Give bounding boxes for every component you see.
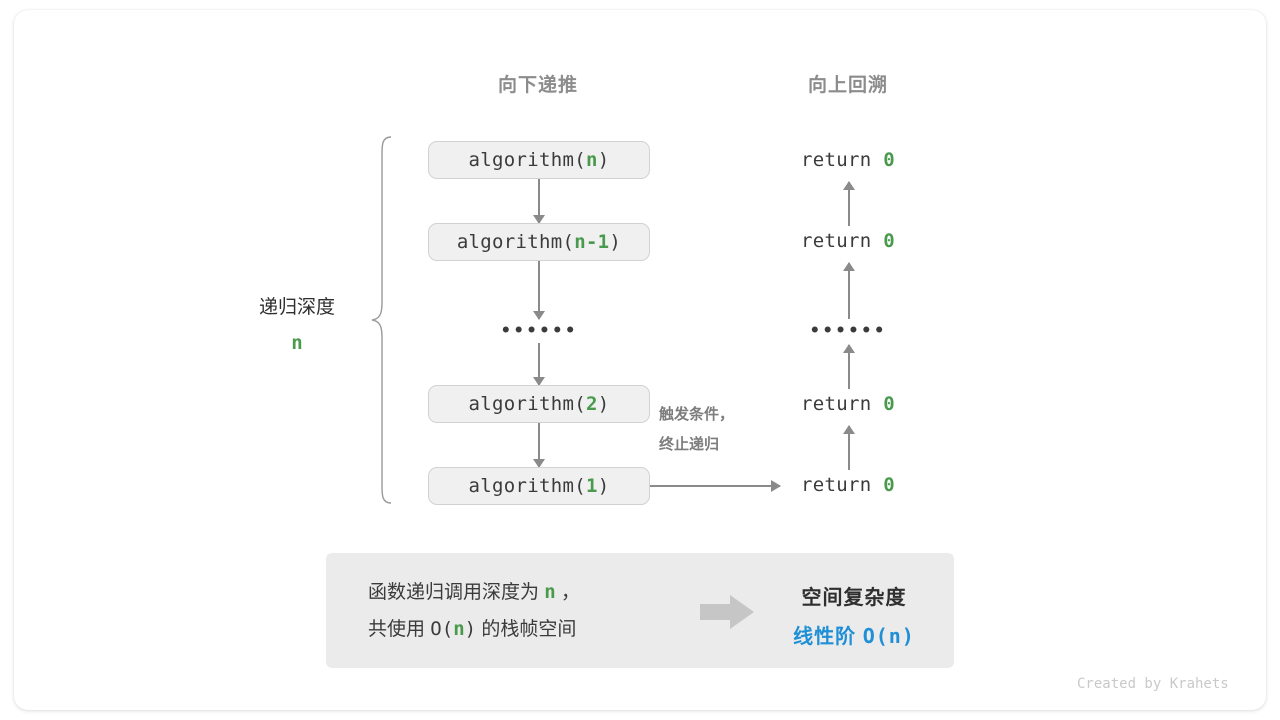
summary-line1-text-b: ， (561, 581, 581, 603)
call-arrow-1-to-2 (538, 179, 540, 223)
return-arrow-4-to-3 (848, 426, 850, 470)
call-box-4-arg: 1 (585, 475, 598, 497)
return-ellipsis: •••••• (809, 321, 887, 341)
call-box-3[interactable]: algorithm(2) (428, 385, 650, 423)
return-value-2: 0 (883, 230, 895, 252)
return-keyword-2: return (801, 230, 872, 252)
terminate-note: 触发条件， 终止递归 (659, 400, 734, 460)
call-box-4-name: algorithm( (468, 475, 586, 497)
return-value-3: 0 (883, 393, 895, 415)
call-arrow-dots-to-3 (538, 343, 540, 385)
summary-description-line2: 共使用 O(n) 的栈帧空间 (368, 611, 580, 648)
call-box-2-close: ) (609, 231, 622, 253)
return-arrow-2-to-1 (848, 182, 850, 226)
terminate-note-line1: 触发条件， (659, 406, 735, 423)
summary-line2-n: n (453, 617, 465, 640)
return-label-3: return 0 (737, 393, 959, 415)
summary-result-title: 空间复杂度 (801, 587, 907, 609)
call-box-3-name: algorithm( (468, 393, 586, 415)
call-box-2-arg: n-1 (574, 231, 610, 253)
return-label-4: return 0 (737, 474, 959, 496)
summary-line2-bigo-close: ) (464, 617, 477, 640)
summary-panel: 函数递归调用深度为 n ， 共使用 O(n) 的栈帧空间 空间复杂度 线性阶 O… (326, 553, 954, 668)
return-value-4: 0 (883, 474, 895, 496)
return-label-1: return 0 (737, 149, 959, 171)
right-arrow-icon (700, 595, 754, 629)
recursion-depth-value: n (291, 332, 303, 354)
call-box-1-close: ) (597, 149, 610, 171)
call-box-3-close: ) (597, 393, 610, 415)
return-arrow-dots-to-2 (848, 263, 850, 319)
column-header-down: 向下递推 (497, 75, 578, 96)
summary-line1-n: n (544, 580, 556, 603)
call-box-1-name: algorithm( (468, 149, 586, 171)
call-box-3-arg: 2 (585, 393, 598, 415)
summary-result-value: 线性阶 O(n) (774, 620, 934, 649)
summary-result-order: 线性阶 (793, 626, 857, 648)
return-keyword-1: return (801, 149, 872, 171)
call-box-4-close: ) (597, 475, 610, 497)
call-box-1-arg: n (585, 149, 598, 171)
diagram-canvas: 向下递推 向上回溯 递归深度 n algorithm(n) algorithm(… (14, 10, 1266, 710)
return-label-2: return 0 (737, 230, 959, 252)
call-arrow-2-to-dots (538, 261, 540, 319)
recursion-depth-label: 递归深度 (258, 297, 335, 318)
summary-line2-text-a: 共使用 (368, 618, 426, 640)
terminate-note-line2: 终止递归 (659, 436, 720, 453)
summary-description-line1: 函数递归调用深度为 n ， (368, 574, 580, 611)
call-arrow-3-to-4 (538, 423, 540, 467)
summary-line2-bigo-open: O( (430, 617, 454, 640)
summary-result-expr: O(n) (862, 624, 915, 648)
return-keyword-3: return (801, 393, 872, 415)
call-box-2-name: algorithm( (456, 231, 575, 253)
call-ellipsis: •••••• (500, 321, 578, 341)
column-header-up: 向上回溯 (807, 75, 888, 96)
credit-text: Created by Krahets (1077, 676, 1229, 692)
summary-result: 空间复杂度 线性阶 O(n) (774, 581, 934, 649)
summary-line1-text-a: 函数递归调用深度为 (368, 581, 540, 603)
depth-brace-icon (371, 136, 392, 504)
return-value-1: 0 (883, 149, 895, 171)
call-box-4[interactable]: algorithm(1) (428, 467, 650, 505)
summary-description: 函数递归调用深度为 n ， 共使用 O(n) 的栈帧空间 (368, 574, 580, 648)
call-box-2[interactable]: algorithm(n-1) (428, 223, 650, 261)
summary-line2-text-b: 的栈帧空间 (481, 618, 577, 640)
terminate-arrow (650, 485, 780, 487)
return-arrow-3-to-dots (848, 345, 850, 389)
call-box-1[interactable]: algorithm(n) (428, 141, 650, 179)
return-keyword-4: return (801, 474, 872, 496)
